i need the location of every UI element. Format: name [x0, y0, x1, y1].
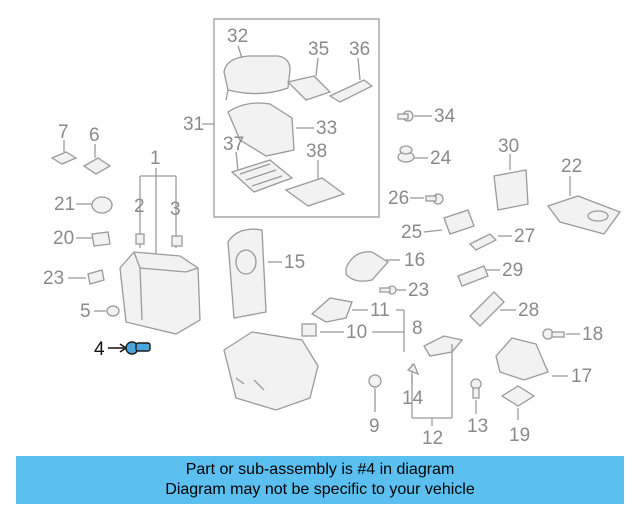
callout-27: 27 [514, 226, 535, 247]
part-36-hinge[interactable] [328, 79, 374, 103]
callout-5: 5 [80, 301, 91, 322]
callout-33: 33 [316, 118, 337, 139]
callout-20: 20 [53, 228, 74, 249]
part-20-clip[interactable] [91, 231, 111, 247]
part-37-storage-tray[interactable] [230, 159, 294, 193]
callout-8: 8 [412, 318, 423, 339]
callout-32: 32 [227, 26, 248, 47]
part-4-screw-highlighted[interactable] [125, 341, 151, 355]
callout-14: 14 [402, 388, 424, 409]
callout-9: 9 [369, 416, 380, 437]
part-9-bolt[interactable] [368, 374, 382, 388]
callout-24: 24 [430, 148, 452, 169]
callout-30: 30 [498, 136, 519, 157]
part-30-trim-panel[interactable] [493, 169, 529, 211]
part-1-console-body[interactable] [119, 251, 201, 335]
part-19-pad[interactable] [500, 385, 536, 407]
callout-38: 38 [306, 141, 327, 162]
callout-21: 21 [54, 194, 75, 215]
part-28-panel[interactable] [469, 291, 505, 327]
part-35-bracket[interactable] [286, 75, 332, 101]
callout-11: 11 [370, 300, 390, 321]
callout-34: 34 [434, 106, 456, 127]
banner-line-1: Part or sub-assembly is #4 in diagram [185, 461, 455, 478]
part-14-clip[interactable] [406, 362, 420, 376]
callout-12: 12 [422, 428, 443, 449]
parts-diagram: 32 35 36 31 33 37 38 34 24 [43, 18, 622, 449]
callout-13: 13 [467, 416, 488, 437]
part-23-bolt-left[interactable] [87, 269, 105, 285]
callout-37: 37 [223, 134, 244, 155]
part-11-bezel[interactable] [310, 297, 353, 323]
part-8-lower-console[interactable] [223, 331, 319, 411]
part-5-washer[interactable] [106, 305, 120, 317]
part-34-screw[interactable] [397, 110, 414, 122]
callout-6: 6 [89, 125, 100, 146]
part-18-bolt[interactable] [542, 328, 565, 340]
part-27-clip[interactable] [468, 233, 498, 251]
callout-3: 3 [170, 199, 181, 220]
part-10-pad[interactable] [301, 323, 317, 337]
part-32-armrest-lid[interactable] [223, 55, 291, 101]
part-23-bolt-right[interactable] [379, 285, 397, 295]
info-banner: Part or sub-assembly is #4 in diagram Di… [16, 456, 624, 504]
part-25-switch[interactable] [443, 209, 475, 235]
part-29-clip[interactable] [457, 265, 489, 287]
callout-25: 25 [401, 222, 422, 243]
callout-29: 29 [502, 260, 523, 281]
part-24-nut[interactable] [397, 145, 415, 163]
part-2-pin[interactable] [135, 233, 145, 245]
part-26-screw[interactable] [425, 193, 444, 205]
part-15-side-panel[interactable] [227, 228, 267, 319]
callout-35: 35 [308, 39, 329, 60]
part-17-cup-holder[interactable] [495, 337, 549, 381]
part-16-handle[interactable] [345, 251, 389, 282]
callout-23-right: 23 [408, 280, 429, 301]
armrest-inset-box [213, 18, 380, 218]
callout-1: 1 [150, 148, 161, 169]
part-7-pad[interactable] [50, 151, 78, 165]
part-22-console-tray[interactable] [546, 195, 622, 235]
part-13-bolt[interactable] [470, 378, 482, 399]
callout-23-left: 23 [43, 268, 64, 289]
callout-15: 15 [284, 252, 305, 273]
callout-10: 10 [346, 322, 367, 343]
callout-22: 22 [561, 156, 582, 177]
callout-18: 18 [582, 324, 603, 345]
part-6-pad[interactable] [82, 157, 112, 175]
callout-19: 19 [509, 425, 530, 446]
callout-31: 31 [183, 114, 204, 135]
callout-28: 28 [518, 300, 539, 321]
callout-26: 26 [388, 188, 409, 209]
callout-4: 4 [94, 339, 105, 360]
part-3-clip[interactable] [171, 235, 183, 247]
banner-line-2: Diagram may not be specific to your vehi… [165, 481, 475, 498]
callout-7: 7 [58, 122, 69, 143]
part-38-plate[interactable] [284, 177, 346, 207]
callout-16: 16 [404, 250, 425, 271]
callout-2: 2 [134, 196, 145, 217]
part-33-armrest-base[interactable] [227, 102, 295, 157]
part-21-knob[interactable] [91, 196, 113, 214]
callout-36: 36 [349, 39, 370, 60]
part-12-bracket[interactable] [423, 335, 464, 357]
callout-17: 17 [571, 366, 592, 387]
